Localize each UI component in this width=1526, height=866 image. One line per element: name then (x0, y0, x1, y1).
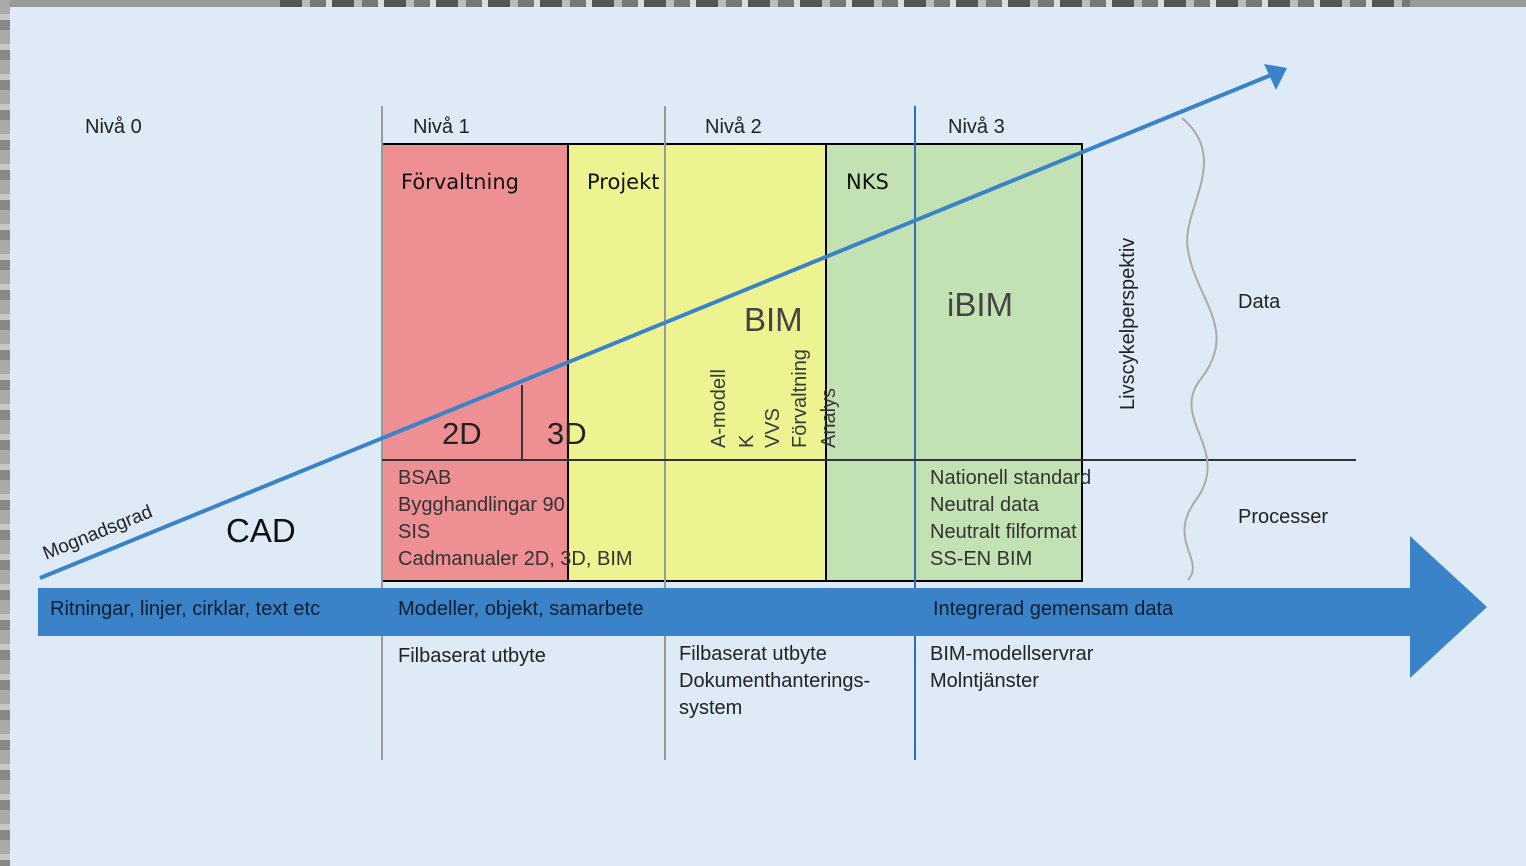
background-photo-edge (0, 0, 10, 866)
diagonal-arrow-head (1264, 64, 1287, 90)
forvaltning-box (381, 143, 569, 582)
list-item: Dokumenthanterings- (679, 670, 871, 692)
list-item: system (679, 697, 743, 719)
cad-label: CAD (226, 512, 296, 549)
horizontal-arrow (38, 536, 1487, 678)
arrow-text-models: Modeller, objekt, samarbete (398, 598, 644, 620)
level-2-label: Nivå 2 (705, 116, 762, 138)
list-item: BSAB (398, 467, 452, 489)
exchange-col-1: Filbaserat utbyte (398, 643, 546, 670)
bim-vertical-vvs: VVS (762, 407, 784, 448)
exchange-col-3: BIM-modellservrar Molntjänster (930, 641, 1093, 695)
arrow-text-drawings: Ritningar, linjer, cirklar, text etc (50, 598, 321, 620)
list-item: SS-EN BIM (930, 548, 1033, 570)
list-item: BIM-modellservrar (930, 643, 1094, 665)
exchange-col-2: Filbaserat utbyte Dokumenthanterings- sy… (679, 641, 870, 722)
list-item: Cadmanualer 2D, 3D, BIM (398, 548, 633, 570)
nks-title: NKS (846, 170, 889, 194)
wavy-brace (1181, 117, 1218, 581)
projekt-title: Projekt (587, 170, 660, 194)
level-3-label: Nivå 3 (948, 116, 1005, 138)
projekt-box (567, 143, 827, 582)
bim-vertical-forvaltning: Förvaltning (789, 349, 811, 448)
bim-vertical-k: K (736, 434, 758, 448)
list-item: Filbaserat utbyte (398, 645, 546, 667)
data-label: Data (1238, 291, 1281, 313)
3d-label: 3D (547, 416, 587, 451)
forvaltning-title: Förvaltning (401, 170, 519, 194)
bim-label: BIM (744, 301, 803, 338)
level-0-label: Nivå 0 (85, 116, 142, 138)
ibim-label: iBIM (947, 286, 1013, 323)
diagonal-arrow-line (39, 71, 1277, 580)
standards-right-list: Nationell standard Neutral data Neutralt… (930, 465, 1091, 573)
background-photo-strip (280, 0, 1410, 7)
list-item: Nationell standard (930, 467, 1092, 489)
level-1-label: Nivå 1 (413, 116, 470, 138)
list-item: SIS (398, 521, 431, 543)
bim-vertical-a-modell: A-modell (708, 369, 730, 448)
list-item: Bygghandlingar 90 (398, 494, 565, 516)
list-item: Filbaserat utbyte (679, 643, 827, 665)
bim-vertical-analys: Analys (818, 387, 840, 448)
lifecycle-label: Livscykelperspektiv (1117, 237, 1139, 410)
nks-box (825, 143, 1083, 582)
list-item: Neutralt filformat (930, 521, 1077, 543)
list-item: Molntjänster (930, 670, 1039, 692)
standards-left-list: BSAB Bygghandlingar 90 SIS Cadmanualer 2… (398, 465, 633, 573)
list-item: Neutral data (930, 494, 1039, 516)
processer-label: Processer (1238, 506, 1329, 528)
arrow-text-integrated: Integrerad gemensam data (933, 598, 1174, 620)
2d-label: 2D (442, 416, 482, 451)
